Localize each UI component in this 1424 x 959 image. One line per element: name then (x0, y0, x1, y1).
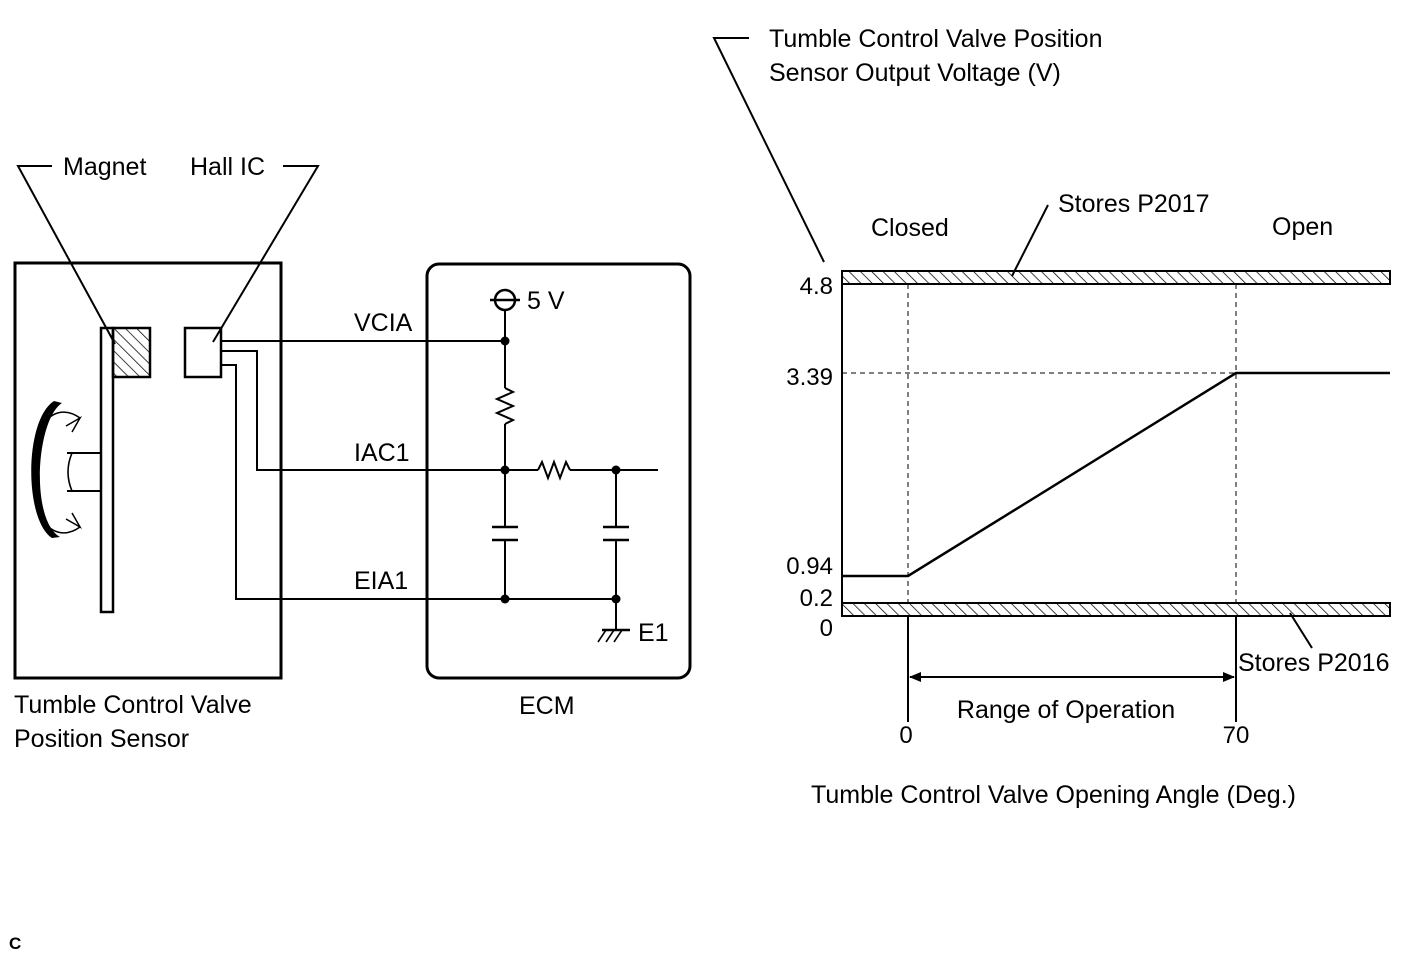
junction-dot (500, 465, 510, 475)
supply-terminal-icon (490, 288, 520, 312)
capacitor-2 (603, 525, 629, 542)
eia1-label: EIA1 (354, 567, 408, 595)
ecm-caption: ECM (519, 692, 575, 720)
upper-fault-leader (1011, 204, 1049, 277)
vcia-label: VCIA (354, 309, 413, 337)
lower-fault-label: Stores P2016 (1238, 649, 1390, 677)
sensor-caption-line1: Tumble Control Valve (14, 691, 252, 719)
range-label: Range of Operation (957, 696, 1175, 724)
harness-wires: VCIA IAC1 EIA1 (221, 309, 616, 600)
ecm-box (425, 262, 692, 680)
sensor-plate (99, 326, 115, 614)
sensor-housing (13, 261, 283, 680)
sensor-leaders (16, 165, 320, 345)
junction-dot (500, 594, 510, 604)
ground-icon (597, 628, 630, 643)
ground-label: E1 (638, 619, 669, 647)
lower-fault-leader (1289, 612, 1313, 649)
upper-fault-label: Stores P2017 (1058, 190, 1210, 218)
graph-xlabel: Tumble Control Valve Opening Angle (Deg.… (811, 781, 1296, 809)
output-curve (842, 371, 1390, 578)
corner-mark: C (9, 934, 21, 953)
junction-dot (611, 594, 621, 604)
y-tick-4-8: 4.8 (800, 273, 833, 300)
junction-dot (500, 336, 510, 346)
junction-dot (611, 465, 621, 475)
magnet-block (111, 326, 152, 379)
pullup-resistor (494, 387, 516, 425)
y-tick-0: 0 (820, 615, 833, 642)
lower-fault-band (841, 602, 1391, 617)
x-tick-0: 0 (899, 722, 912, 749)
sensor-caption-line2: Position Sensor (14, 725, 189, 753)
graph-ylabel-line2: Sensor Output Voltage (V) (769, 59, 1061, 87)
dashed-guides (842, 284, 1237, 603)
upper-fault-band (841, 270, 1391, 285)
graph-ylabel-line1: Tumble Control Valve Position (769, 25, 1102, 53)
iac1-label: IAC1 (354, 439, 410, 467)
x-tick-70: 70 (1223, 722, 1250, 749)
closed-label: Closed (871, 214, 949, 242)
y-tick-0-2: 0.2 (800, 585, 833, 612)
ylabel-leader (712, 37, 825, 263)
voltage-graph: Tumble Control Valve Position Sensor Out… (712, 25, 1391, 809)
supply-label: 5 V (527, 287, 565, 315)
open-label: Open (1272, 213, 1333, 241)
capacitor-1 (492, 525, 518, 542)
magnet-label: Magnet (63, 153, 146, 181)
y-tick-0-94: 0.94 (786, 553, 833, 580)
hall-ic-block (183, 326, 223, 379)
y-tick-3-39: 3.39 (786, 364, 833, 391)
ecm-section: 5 V E1 EC (425, 262, 692, 720)
rotating-disc-icon (31, 401, 83, 538)
series-resistor (537, 459, 571, 481)
wire-iac1 (221, 350, 505, 471)
valve-shaft (67, 452, 101, 492)
sensor-section: Magnet Hall IC Tumble Control Valve Posi… (13, 153, 320, 753)
hall-ic-label: Hall IC (190, 153, 265, 181)
